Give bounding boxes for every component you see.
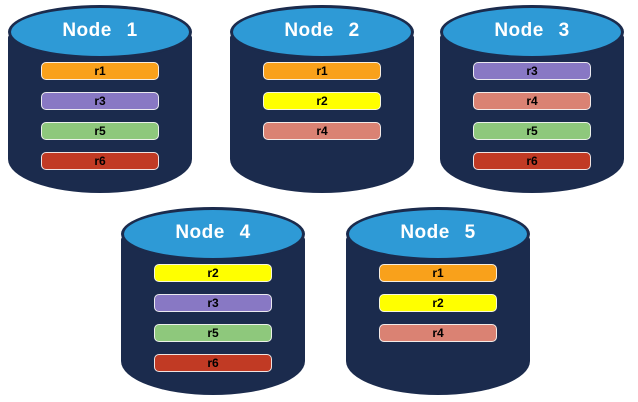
replica-label: r1 <box>316 64 328 78</box>
replica-bar-r3: r3 <box>154 294 272 312</box>
replica-bar-r6: r6 <box>473 152 591 170</box>
replica-label: r6 <box>94 154 106 168</box>
replica-label: r6 <box>207 356 219 370</box>
replica-list: r1 r3 r5 r6 <box>41 62 159 182</box>
replica-bar-r2: r2 <box>263 92 381 110</box>
replica-label: r1 <box>432 266 444 280</box>
cylinder-top: Node 5 <box>346 207 530 261</box>
replica-bar-r5: r5 <box>154 324 272 342</box>
replica-list: r3 r4 r5 r6 <box>473 62 591 182</box>
replica-bar-r1: r1 <box>379 264 497 282</box>
replica-bar-r5: r5 <box>473 122 591 140</box>
replica-label: r3 <box>94 94 106 108</box>
replica-bar-r2: r2 <box>154 264 272 282</box>
replica-label: r2 <box>432 296 444 310</box>
cylinder-top: Node 2 <box>230 5 414 59</box>
node-label: Node 5 <box>400 222 476 243</box>
replica-bar-r6: r6 <box>154 354 272 372</box>
db-node-2: Node 2 r1 r2 r4 <box>230 5 414 193</box>
cylinder-top: Node 1 <box>8 5 192 59</box>
cylinder-top: Node 3 <box>440 5 624 59</box>
replica-list: r1 r2 r4 <box>379 264 497 354</box>
db-node-4: Node 4 r2 r3 r5 r6 <box>121 207 305 395</box>
replica-bar-r3: r3 <box>473 62 591 80</box>
replica-label: r6 <box>526 154 538 168</box>
replica-list: r1 r2 r4 <box>263 62 381 152</box>
node-label: Node 3 <box>494 20 570 41</box>
replica-label: r4 <box>316 124 328 138</box>
replica-label: r3 <box>526 64 538 78</box>
db-node-1: Node 1 r1 r3 r5 r6 <box>8 5 192 193</box>
replica-bar-r1: r1 <box>41 62 159 80</box>
replica-label: r4 <box>526 94 538 108</box>
replica-bar-r4: r4 <box>379 324 497 342</box>
node-label: Node 4 <box>175 222 251 243</box>
replica-label: r5 <box>526 124 538 138</box>
replica-label: r4 <box>432 326 444 340</box>
replica-bar-r5: r5 <box>41 122 159 140</box>
replica-label: r5 <box>207 326 219 340</box>
replica-list: r2 r3 r5 r6 <box>154 264 272 384</box>
db-node-5: Node 5 r1 r2 r4 <box>346 207 530 395</box>
replica-label: r5 <box>94 124 106 138</box>
replica-label: r3 <box>207 296 219 310</box>
replica-bar-r4: r4 <box>473 92 591 110</box>
replica-bar-r3: r3 <box>41 92 159 110</box>
replica-label: r2 <box>316 94 328 108</box>
replica-label: r1 <box>94 64 106 78</box>
node-label: Node 1 <box>62 20 138 41</box>
cylinder-top: Node 4 <box>121 207 305 261</box>
replica-bar-r2: r2 <box>379 294 497 312</box>
replica-bar-r6: r6 <box>41 152 159 170</box>
replica-bar-r4: r4 <box>263 122 381 140</box>
node-label: Node 2 <box>284 20 360 41</box>
db-node-3: Node 3 r3 r4 r5 r6 <box>440 5 624 193</box>
replica-bar-r1: r1 <box>263 62 381 80</box>
replica-label: r2 <box>207 266 219 280</box>
